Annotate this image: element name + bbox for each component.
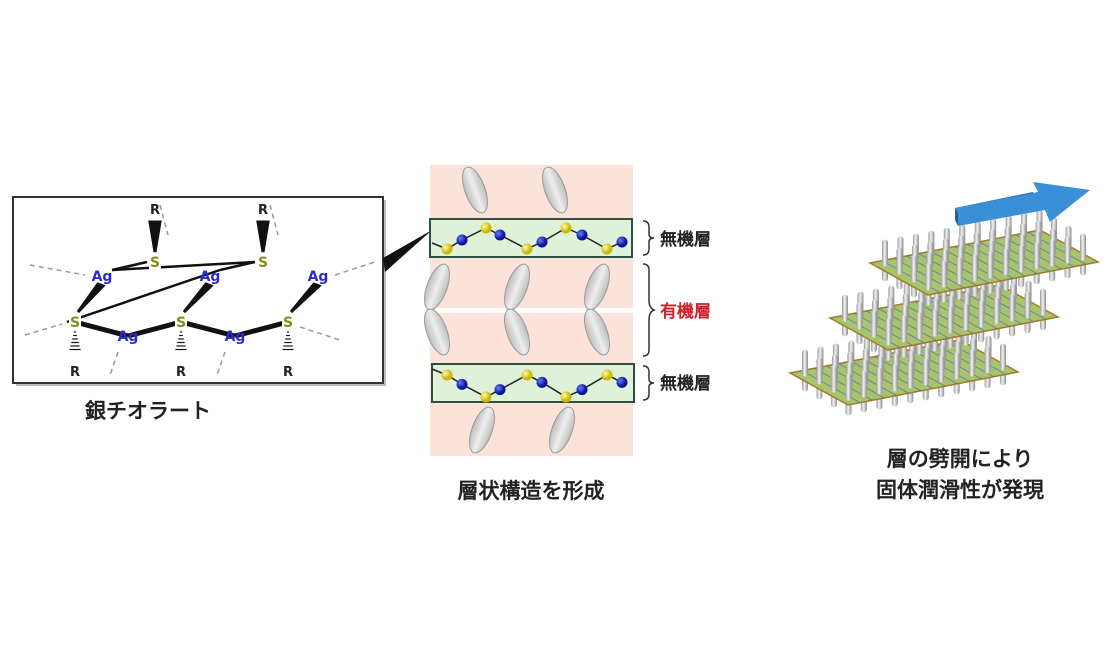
- alkyl-chain: [542, 166, 568, 214]
- alkyl-chain: [504, 308, 530, 356]
- inorganic-layer-bottom: [431, 363, 635, 403]
- sulfur-atom: [441, 243, 453, 255]
- sulfur-atom: [560, 391, 572, 403]
- pillar: [984, 346, 991, 374]
- r-group-label: R: [283, 365, 293, 380]
- silver-atom: [456, 378, 468, 390]
- pillar: [1040, 288, 1047, 316]
- sulfur-atom-label: S: [283, 315, 293, 331]
- silver-atom: [576, 229, 588, 241]
- pillar: [987, 251, 994, 279]
- silver-atom: [536, 236, 548, 248]
- pillar: [1009, 294, 1016, 322]
- pillar: [916, 312, 923, 340]
- silver-atom: [536, 376, 548, 388]
- sulfur-atom-label: S: [258, 255, 268, 271]
- pillar: [856, 302, 863, 330]
- pillar: [1064, 236, 1071, 264]
- silver-atom-label: Ag: [118, 329, 139, 345]
- pillar: [1000, 343, 1007, 371]
- pillar: [910, 255, 917, 283]
- alkyl-chain: [462, 166, 488, 214]
- silver-thiolate-caption: 銀チオラート: [85, 399, 211, 423]
- silver-atom: [576, 384, 588, 396]
- silver-atom: [494, 384, 506, 396]
- pillar: [896, 247, 903, 275]
- r-group-label: R: [176, 365, 186, 380]
- pillar: [881, 239, 888, 267]
- layered-structure: 無機層 有機層 無機層 層状構造を形成: [424, 165, 711, 503]
- pillar: [1033, 242, 1040, 270]
- pillar: [870, 310, 877, 338]
- cleavage-caption-line2: 固体潤滑性が発現: [876, 478, 1044, 502]
- pillar: [907, 361, 914, 389]
- sulfur-atom-label: S: [176, 315, 186, 331]
- sulfur-atom-label: S: [150, 255, 160, 271]
- pillar: [1080, 233, 1087, 261]
- r-group-label: R: [70, 365, 80, 380]
- pillar: [953, 352, 960, 380]
- pillar: [938, 355, 945, 383]
- pillar: [956, 257, 963, 285]
- pillar: [876, 367, 883, 395]
- inorganic-layer-label: 無機層: [660, 229, 711, 250]
- alkyl-chain: [549, 406, 575, 454]
- sulfur-atom: [521, 369, 533, 381]
- sulfur-atom: [601, 369, 613, 381]
- pillar: [885, 318, 892, 346]
- silver-atom: [494, 229, 506, 241]
- pillar: [940, 260, 947, 288]
- pillar: [1049, 239, 1056, 267]
- r-group-label: R: [150, 203, 160, 218]
- pillar: [1002, 248, 1009, 276]
- pillar: [900, 315, 907, 343]
- sulfur-atom: [521, 243, 533, 255]
- pillar: [969, 349, 976, 377]
- layer-plate: [827, 264, 1061, 361]
- r-group-label: R: [258, 203, 268, 218]
- alkyl-chain: [424, 308, 450, 356]
- silver-atom-label: Ag: [200, 269, 221, 285]
- pillar: [925, 263, 932, 291]
- silver-atom: [616, 236, 628, 248]
- pillar: [891, 364, 898, 392]
- zoom-pointer: [383, 230, 432, 272]
- pillar: [801, 349, 808, 377]
- silver-atom-label: Ag: [225, 329, 246, 345]
- pillar: [978, 300, 985, 328]
- pillar: [962, 303, 969, 331]
- cleavage-illustration: 層の劈開により 固体潤滑性が発現: [787, 182, 1101, 502]
- organic-layer-label: 有機層: [660, 301, 711, 322]
- pillar: [845, 373, 852, 401]
- slide-arrow-icon: [955, 182, 1090, 226]
- pillar: [1018, 245, 1025, 273]
- layered-structure-caption: 層状構造を形成: [458, 479, 605, 503]
- pillar: [841, 294, 848, 322]
- pillar: [830, 365, 837, 393]
- sulfur-atom: [480, 391, 492, 403]
- inorganic-layer-label: 無機層: [660, 373, 711, 394]
- cleavage-caption-line1: 層の劈開により: [887, 447, 1034, 471]
- sulfur-atom: [480, 222, 492, 234]
- alkyl-chain: [469, 406, 495, 454]
- pillar: [1024, 291, 1031, 319]
- silver-atom: [456, 234, 468, 246]
- pillar: [922, 358, 929, 386]
- sulfur-atom: [601, 243, 613, 255]
- pillar: [860, 370, 867, 398]
- sulfur-atom: [560, 222, 572, 234]
- pillar: [931, 309, 938, 337]
- alkyl-chain: [584, 308, 610, 356]
- pillar: [947, 306, 954, 334]
- pillar: [993, 297, 1000, 325]
- silver-atom-label: Ag: [92, 269, 113, 285]
- silver-atom-label: Ag: [308, 269, 329, 285]
- sulfur-atom: [441, 369, 453, 381]
- silver-atom: [616, 376, 628, 388]
- layer-plate: [867, 209, 1101, 306]
- sulfur-atom-label: S: [70, 315, 80, 331]
- pillar: [971, 254, 978, 282]
- pillar: [816, 357, 823, 385]
